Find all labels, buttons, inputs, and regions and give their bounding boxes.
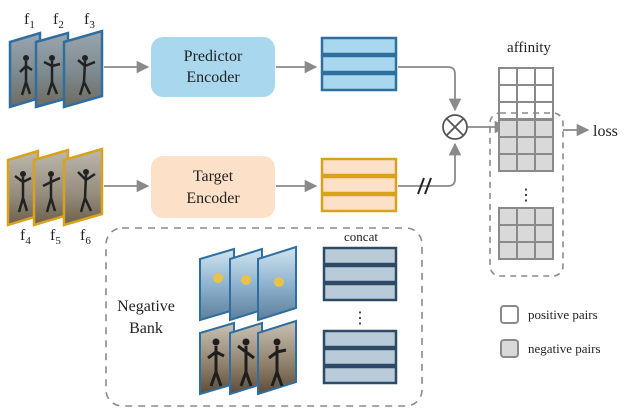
negative-bank-line1: Negative <box>117 298 175 315</box>
target-encoder-line2: Encoder <box>186 190 240 207</box>
affinity-cell <box>534 207 554 226</box>
affinity-cell <box>534 241 554 260</box>
affinity-cell <box>516 207 536 226</box>
affinity-dashed-region <box>489 112 564 277</box>
frame-image-f6 <box>62 147 104 227</box>
negative-row-top-1 <box>322 246 398 266</box>
affinity-ellipsis: ⋮ <box>518 187 534 204</box>
affinity-cell <box>498 101 518 120</box>
frame-image-f5 <box>32 148 70 227</box>
frame-label-f5: f5 <box>50 227 61 247</box>
frame-label-f6: f6 <box>80 227 91 247</box>
affinity-cell <box>534 153 554 172</box>
predictor-encoder-fill <box>151 37 275 97</box>
legend-negative-swatch <box>500 339 519 358</box>
affinity-cell <box>534 119 554 138</box>
frame-image-f2 <box>34 31 70 109</box>
affinity-cell <box>534 84 554 103</box>
affinity-label: affinity <box>507 40 551 56</box>
affinity-cell <box>534 101 554 120</box>
legend-positive-swatch <box>500 305 519 324</box>
affinity-cell <box>498 153 518 172</box>
frame-label-f2: f2 <box>53 11 64 31</box>
affinity-cell <box>498 136 518 155</box>
target-encoder-fill <box>151 156 275 218</box>
affinity-cell <box>498 241 518 260</box>
frame-image-f3 <box>62 29 104 109</box>
concat-label: concat <box>344 229 378 244</box>
negative-bank-line2: Bank <box>129 320 163 337</box>
negative-stack-bottom <box>322 329 398 385</box>
frames-top-group: f1 f2 f3 <box>8 11 104 109</box>
feature-row-bottom-1 <box>320 157 398 177</box>
negative-row-bottom-2 <box>322 347 398 367</box>
legend-negative-label: negative pairs <box>528 341 601 356</box>
multiply-operator <box>442 114 468 140</box>
affinity-negative-block-1 <box>498 119 554 172</box>
negative-row-bottom-1 <box>322 329 398 349</box>
feature-stack-top <box>320 36 398 92</box>
negative-row-top-2 <box>322 264 398 284</box>
frame-label-f4: f4 <box>20 227 31 247</box>
affinity-cell <box>534 136 554 155</box>
affinity-cell <box>516 153 536 172</box>
affinity-cell <box>516 119 536 138</box>
feature-row-top-2 <box>320 54 398 74</box>
arrow-top-to-operator <box>398 66 462 112</box>
arrow-bottom-to-operator <box>398 142 462 187</box>
affinity-cell <box>534 224 554 243</box>
affinity-cell <box>516 136 536 155</box>
affinity-cell <box>534 67 554 86</box>
feature-row-top-3 <box>320 72 398 92</box>
affinity-cell <box>498 119 518 138</box>
negative-bank-region <box>105 227 423 407</box>
affinity-negative-block-2 <box>498 207 554 260</box>
feature-row-bottom-2 <box>320 175 398 195</box>
predictor-encoder-line1: Predictor <box>184 48 243 65</box>
affinity-cell <box>516 67 536 86</box>
affinity-matrix <box>489 67 564 277</box>
predictor-encoder-line2: Encoder <box>186 69 240 86</box>
legend-positive-label: positive pairs <box>528 307 598 322</box>
negative-stack-ellipsis: ⋮ <box>352 310 368 327</box>
legend: positive pairs negative pairs <box>500 305 601 358</box>
affinity-positive-block <box>498 67 554 120</box>
target-encoder-line1: Target <box>193 168 234 185</box>
frame-label-f1: f1 <box>24 11 35 31</box>
negative-stack-top <box>322 246 398 302</box>
predictor-encoder-box: Predictor Encoder <box>151 37 275 97</box>
negative-images-top <box>199 245 297 322</box>
negative-images-bottom <box>199 319 297 396</box>
affinity-cell <box>498 84 518 103</box>
frames-bottom-group: f4 f5 f6 <box>6 147 104 247</box>
frame-label-f3: f3 <box>84 11 95 31</box>
negative-row-bottom-3 <box>322 365 398 385</box>
affinity-cell <box>516 84 536 103</box>
affinity-cell <box>498 67 518 86</box>
feature-stack-bottom <box>320 157 398 213</box>
loss-label: loss <box>593 123 618 140</box>
negative-row-top-3 <box>322 282 398 302</box>
affinity-cell <box>498 224 518 243</box>
affinity-cell <box>498 207 518 226</box>
affinity-cell <box>516 224 536 243</box>
feature-row-top-1 <box>320 36 398 56</box>
affinity-cell <box>516 101 536 120</box>
feature-row-bottom-3 <box>320 193 398 213</box>
affinity-cell <box>516 241 536 260</box>
target-encoder-box: Target Encoder <box>151 156 275 218</box>
stop-gradient-mark <box>417 177 432 195</box>
